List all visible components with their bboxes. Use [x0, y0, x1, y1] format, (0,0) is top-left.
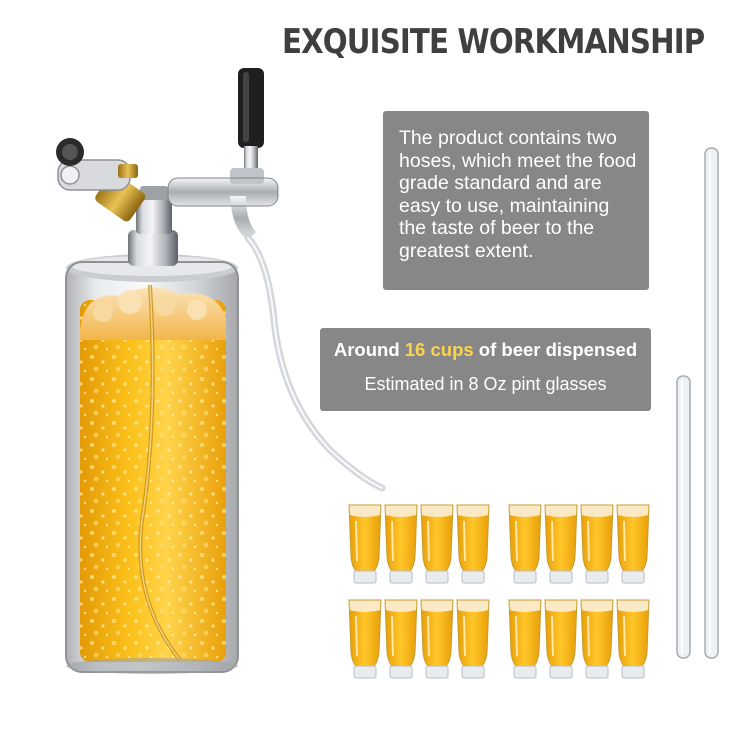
hose-info-text: The product contains two hoses, which me…	[399, 127, 637, 262]
cups-prefix: Around	[333, 339, 405, 360]
beer-tap	[167, 68, 279, 240]
beer-glass	[508, 599, 542, 679]
cups-suffix: of beer dispensed	[473, 339, 638, 360]
hose-info-box: The product contains two hoses, which me…	[383, 111, 649, 290]
cups-callout-box: Around 16 cups of beer dispensed Estimat…	[320, 328, 651, 411]
keg-coupler	[56, 138, 178, 266]
cups-count: 16 cups	[404, 339, 474, 360]
beer-glass	[456, 599, 490, 679]
beer-glass	[580, 599, 614, 679]
beer-glass	[384, 599, 418, 679]
beer-glasses-group	[348, 504, 650, 679]
cups-callout-title: Around 16 cups of beer dispensed	[320, 339, 651, 361]
spare-tubes	[676, 147, 719, 659]
beer-glass	[616, 504, 650, 584]
beer-glass	[616, 599, 650, 679]
beer-glass	[420, 599, 454, 679]
beer-glass	[544, 599, 578, 679]
beer-glass	[348, 504, 382, 584]
beer-glass	[544, 504, 578, 584]
beer-glass	[420, 504, 454, 584]
beer-glass	[348, 599, 382, 679]
beer-glass	[580, 504, 614, 584]
beer-glass	[508, 504, 542, 584]
beer-glass	[456, 504, 490, 584]
cups-callout-subtitle: Estimated in 8 Oz pint glasses	[364, 374, 607, 394]
keg	[65, 254, 239, 674]
headline: EXQUISITE WORKMANSHIP	[282, 22, 705, 62]
beer-glass	[384, 504, 418, 584]
